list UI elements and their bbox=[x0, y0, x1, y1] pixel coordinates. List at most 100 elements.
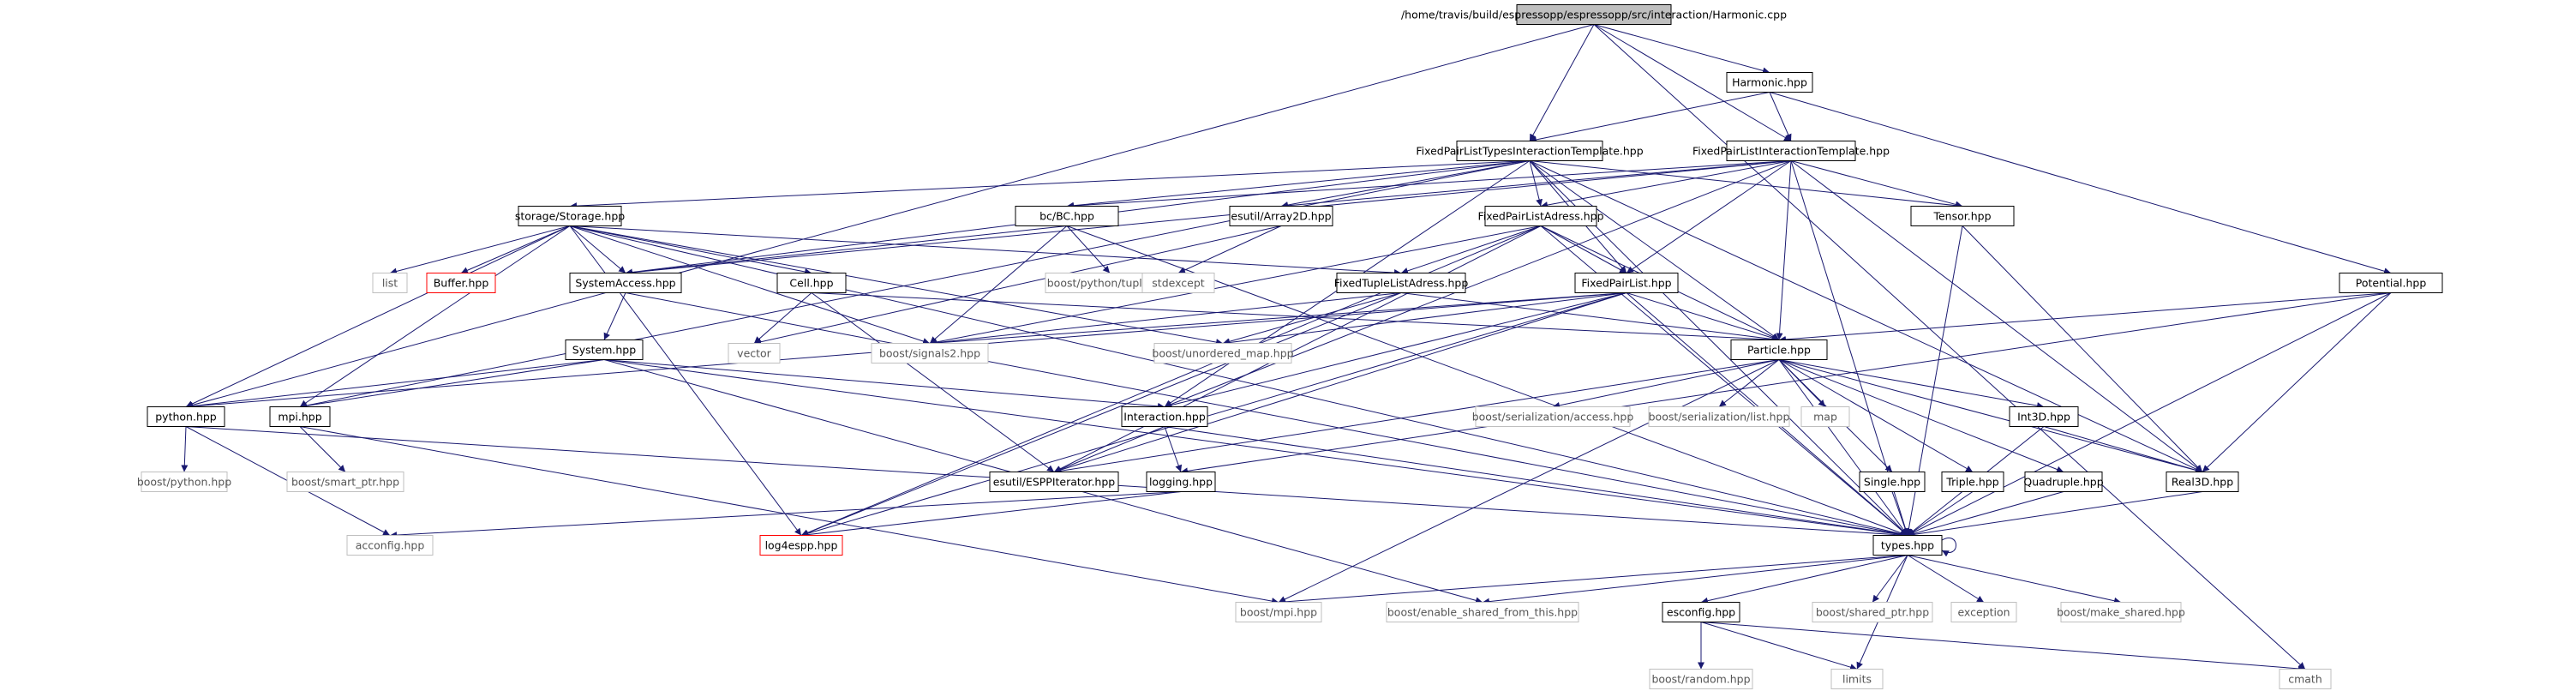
node-box-exception bbox=[1950, 602, 2017, 622]
node-bmakeshared: boost/make_shared.hpp bbox=[2057, 602, 2185, 622]
node-label-bmpi: boost/mpi.hpp bbox=[1240, 606, 1317, 619]
node-label-bshared: boost/shared_ptr.hpp bbox=[1816, 606, 1929, 619]
node-array2d[interactable]: esutil/Array2D.hpp bbox=[1229, 206, 1333, 226]
node-map: map bbox=[1800, 406, 1850, 427]
node-box-bc bbox=[1015, 206, 1119, 226]
node-label-bmakeshared: boost/make_shared.hpp bbox=[2057, 606, 2185, 619]
node-harmonic[interactable]: Harmonic.hpp bbox=[1726, 72, 1813, 93]
node-particle[interactable]: Particle.hpp bbox=[1730, 339, 1828, 360]
edge-types-to-bshared bbox=[1872, 555, 1908, 603]
node-label-buffer: Buffer.hpp bbox=[434, 277, 489, 290]
edge-array2d-to-vector bbox=[753, 225, 1282, 345]
node-label-bpython: boost/python.hpp bbox=[137, 476, 231, 489]
node-fpladress[interactable]: FixedPairListAdress.hpp bbox=[1477, 206, 1604, 226]
edge-root-to-fpltit bbox=[1529, 24, 1595, 141]
node-box-mpi bbox=[269, 406, 331, 427]
node-label-bsa: boost/serialization/access.hpp bbox=[1472, 411, 1634, 424]
node-label-interaction: Interaction.hpp bbox=[1123, 411, 1206, 424]
node-storage[interactable]: storage/Storage.hpp bbox=[515, 206, 625, 226]
node-types[interactable]: types.hpp bbox=[1872, 535, 1943, 556]
node-box-logging bbox=[1146, 472, 1216, 492]
node-ftladress[interactable]: FixedTupleListAdress.hpp bbox=[1334, 273, 1469, 293]
node-cell[interactable]: Cell.hpp bbox=[776, 273, 847, 293]
node-triple[interactable]: Triple.hpp bbox=[1941, 472, 2004, 492]
node-label-stdexcept: stdexcept bbox=[1152, 277, 1204, 290]
node-label-bsmart: boost/smart_ptr.hpp bbox=[291, 476, 399, 489]
node-box-ftladress bbox=[1336, 273, 1466, 293]
node-label-triple: Triple.hpp bbox=[1945, 476, 1998, 489]
edge-harmonic-to-fpltit bbox=[1529, 92, 1770, 143]
node-label-exception: exception bbox=[1957, 606, 2010, 619]
node-box-python bbox=[147, 406, 225, 427]
node-box-list bbox=[372, 273, 408, 293]
node-python[interactable]: python.hpp bbox=[147, 406, 225, 427]
node-label-int3d: Int3D.hpp bbox=[2017, 411, 2070, 424]
node-box-fpltit bbox=[1456, 141, 1603, 161]
node-logging[interactable]: logging.hpp bbox=[1146, 472, 1216, 492]
node-bsmart: boost/smart_ptr.hpp bbox=[286, 472, 404, 492]
node-box-particle bbox=[1730, 339, 1828, 360]
node-label-brandom: boost/random.hpp bbox=[1651, 673, 1750, 686]
edge-particle-to-esppiter bbox=[1053, 359, 1780, 475]
edge-esconfig-to-limits bbox=[1700, 622, 1858, 671]
node-potential[interactable]: Potential.hpp bbox=[2339, 273, 2443, 293]
node-interaction[interactable]: Interaction.hpp bbox=[1121, 406, 1208, 427]
edge-fpltit-to-array2d bbox=[1280, 160, 1531, 208]
node-box-bsl bbox=[1648, 406, 1790, 427]
node-fpl[interactable]: FixedPairList.hpp bbox=[1574, 273, 1679, 293]
node-label-python: python.hpp bbox=[155, 411, 217, 424]
node-fpltit[interactable]: FixedPairListTypesInteractionTemplate.hp… bbox=[1416, 141, 1644, 161]
edge-storage-to-signals2 bbox=[569, 225, 931, 345]
edge-sysaccess-to-system bbox=[603, 292, 626, 340]
edge-ftladress-to-particle bbox=[1400, 292, 1780, 343]
node-box-interaction bbox=[1121, 406, 1208, 427]
edge-fpladress-to-types bbox=[1540, 225, 1908, 536]
node-esconfig[interactable]: esconfig.hpp bbox=[1662, 602, 1740, 622]
edge-root-to-cmath bbox=[1593, 24, 2306, 670]
node-quadruple[interactable]: Quadruple.hpp bbox=[2023, 472, 2104, 492]
node-box-unordered bbox=[1153, 343, 1292, 364]
node-int3d[interactable]: Int3D.hpp bbox=[2009, 406, 2079, 427]
node-box-types bbox=[1872, 535, 1943, 556]
edge-fplit-to-real3d bbox=[1790, 160, 2203, 472]
edge-esconfig-to-cmath bbox=[1700, 622, 2306, 672]
node-system[interactable]: System.hpp bbox=[565, 339, 644, 360]
edge-fpladress-to-signals2 bbox=[929, 225, 1542, 345]
edge-fpltit-to-particle bbox=[1529, 160, 1780, 340]
edge-types-to-besft bbox=[1482, 555, 1908, 605]
node-box-map bbox=[1800, 406, 1850, 427]
node-label-map: map bbox=[1813, 411, 1837, 424]
node-besft: boost/enable_shared_from_this.hpp bbox=[1386, 602, 1579, 622]
edge-mpi-to-bmpi bbox=[299, 426, 1279, 605]
node-unordered: boost/unordered_map.hpp bbox=[1152, 343, 1294, 364]
node-mpi[interactable]: mpi.hpp bbox=[269, 406, 331, 427]
node-sysaccess[interactable]: SystemAccess.hpp bbox=[569, 273, 682, 293]
node-bc[interactable]: bc/BC.hpp bbox=[1015, 206, 1119, 226]
node-tensor[interactable]: Tensor.hpp bbox=[1910, 206, 2015, 226]
edge-interaction-to-esppiter bbox=[1053, 426, 1165, 473]
node-fplit[interactable]: FixedPairListInteractionTemplate.hpp bbox=[1692, 141, 1890, 161]
node-real3d[interactable]: Real3D.hpp bbox=[2166, 472, 2239, 492]
edge-types-to-bmpi bbox=[1278, 555, 1908, 605]
edge-array2d-to-stdexcept bbox=[1177, 225, 1282, 273]
node-box-single bbox=[1859, 472, 1926, 492]
node-single[interactable]: Single.hpp bbox=[1859, 472, 1926, 492]
node-box-system bbox=[565, 339, 644, 360]
node-box-stdexcept bbox=[1141, 273, 1215, 293]
node-esppiter[interactable]: esutil/ESPPIterator.hpp bbox=[989, 472, 1119, 492]
node-label-besft: boost/enable_shared_from_this.hpp bbox=[1387, 606, 1578, 619]
node-signals2: boost/signals2.hpp bbox=[871, 343, 989, 364]
node-buffer: Buffer.hpp bbox=[426, 273, 496, 293]
edge-storage-to-ftladress bbox=[569, 225, 1402, 277]
node-box-harmonic bbox=[1726, 72, 1813, 93]
edge-bc-to-sysaccess bbox=[625, 225, 1068, 276]
node-box-quadruple bbox=[2024, 472, 2103, 492]
edge-fpl-to-particle bbox=[1626, 292, 1780, 341]
node-box-limits bbox=[1830, 669, 1884, 689]
node-box-vector bbox=[728, 343, 781, 364]
node-label-fpl: FixedPairList.hpp bbox=[1581, 277, 1671, 290]
edge-particle-to-real3d bbox=[1778, 359, 2203, 474]
edge-particle-to-types bbox=[1778, 359, 1908, 536]
edge-root-to-python bbox=[185, 24, 1595, 409]
node-label-harmonic: Harmonic.hpp bbox=[1732, 76, 1807, 89]
